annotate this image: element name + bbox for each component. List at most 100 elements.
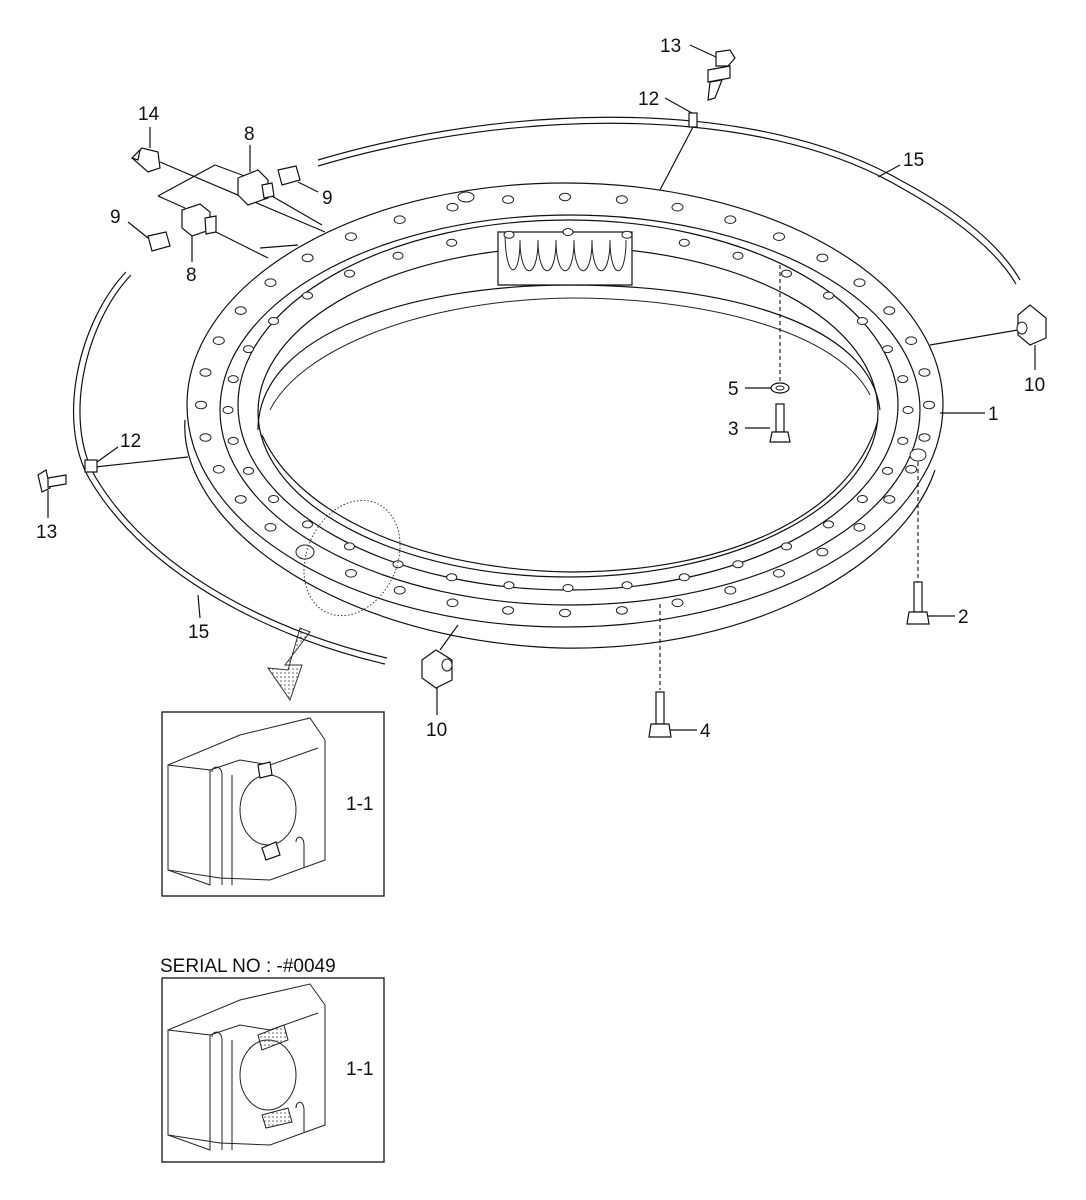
bolt-hole [264,523,277,532]
bolt-hole [502,606,515,615]
bolt-hole [503,581,515,590]
bolt-2 [906,581,930,625]
bolt-hole [724,215,737,224]
bolt-hole [853,523,866,532]
label-12-top: 12 [638,89,659,110]
bolt-hole [853,278,866,288]
outer-bolt-holes [195,192,935,618]
label-4: 4 [700,721,711,742]
label-1: 1 [988,404,999,425]
bolt-hole [856,317,868,325]
bolt-hole [732,560,744,569]
bolt-hole [392,560,404,569]
bolt-hole [199,433,212,442]
bolt-hole [923,400,935,410]
bolt-hole [562,584,574,592]
bolt-hole [773,569,785,578]
bolt-hole [302,291,313,300]
bolt-hole [918,433,931,442]
label-9-upper: 9 [322,188,333,209]
bolt-4 [648,691,672,738]
bolt-hole [559,192,571,202]
bolt-hole [243,345,254,354]
bolt-hole [268,317,280,325]
label-13-top: 13 [660,36,681,57]
bolt-hole [615,195,628,204]
label-8-upper: 8 [244,124,255,145]
bolt-hole [195,400,207,410]
clamp-12-top [688,112,698,128]
bolt-hole [446,573,458,582]
label-15-lower: 15 [188,622,209,643]
bolt-hole [392,251,404,260]
bolt-hole [883,495,896,504]
label-5: 5 [728,379,739,400]
serial-no-caption: SERIAL NO : -#0049 [160,956,336,977]
bolt-hole [905,336,918,346]
label-2: 2 [958,607,969,628]
label-1-1-top: 1-1 [346,794,373,815]
bolt-hole [897,436,909,445]
detail-box-top [161,711,385,897]
bolt-hole [823,291,834,300]
bolt-hole [243,466,254,475]
bolt-hole [882,466,893,475]
bolt-hole [615,606,628,615]
bolt-hole [393,586,406,595]
bolt-hole [502,195,515,204]
bolt-hole [905,465,918,474]
label-14: 14 [138,104,160,125]
bolt-hole [234,306,247,315]
bolt-hole [621,581,633,590]
bolt-hole [446,598,459,608]
bolt-hole [678,238,690,247]
label-15-upper: 15 [903,150,924,171]
label-10-bottom: 10 [426,720,447,741]
bolt-hole [816,253,829,263]
inner-bolt-holes [222,228,914,592]
bolt-hole [446,238,458,247]
detail-callout-ellipse [303,499,401,617]
bolt-hole [393,215,406,224]
bolt-hole [918,368,931,377]
label-9-lower: 9 [110,207,121,228]
label-13-left: 13 [36,522,57,543]
label-1-1-bottom: 1-1 [346,1059,373,1080]
bolt-hole [773,232,785,241]
grease-tube-upper [317,116,1021,285]
bolt-hole [781,542,792,551]
bolt-hole [883,306,896,315]
bolt-hole [897,375,909,384]
adapter-8-upper [237,169,275,206]
swing-bearing-ring [184,182,944,649]
bolt-13-left [37,469,67,493]
label-3: 3 [728,419,739,440]
bolt-hole [671,202,684,212]
bolt-hole [856,495,868,503]
bolt-hole [227,436,239,445]
label-8-lower: 8 [186,265,197,286]
bolt-hole [902,406,914,414]
bolt-hole [678,573,690,582]
adapter-8-lower [181,203,217,237]
bolt-hole [301,253,314,263]
grease-nipple-14 [130,147,161,173]
bolt-hole [724,586,737,595]
plug-9-lower [147,231,171,252]
bolt-hole [212,336,225,346]
bolt-hole [446,202,459,212]
bolt-hole [199,368,212,377]
plug-9-upper [277,165,301,186]
bolt-hole [559,608,571,618]
bolt-hole [344,269,355,278]
label-12-left: 12 [120,431,141,452]
gear-teeth [497,231,633,286]
bolt-hole [227,375,239,384]
bolt-hole [264,278,277,288]
grease-port-hole [295,544,315,560]
bolt-hole [816,547,829,557]
grease-port-hole [457,191,475,203]
bolt-3 [769,403,791,443]
bolt-hole [732,251,744,260]
